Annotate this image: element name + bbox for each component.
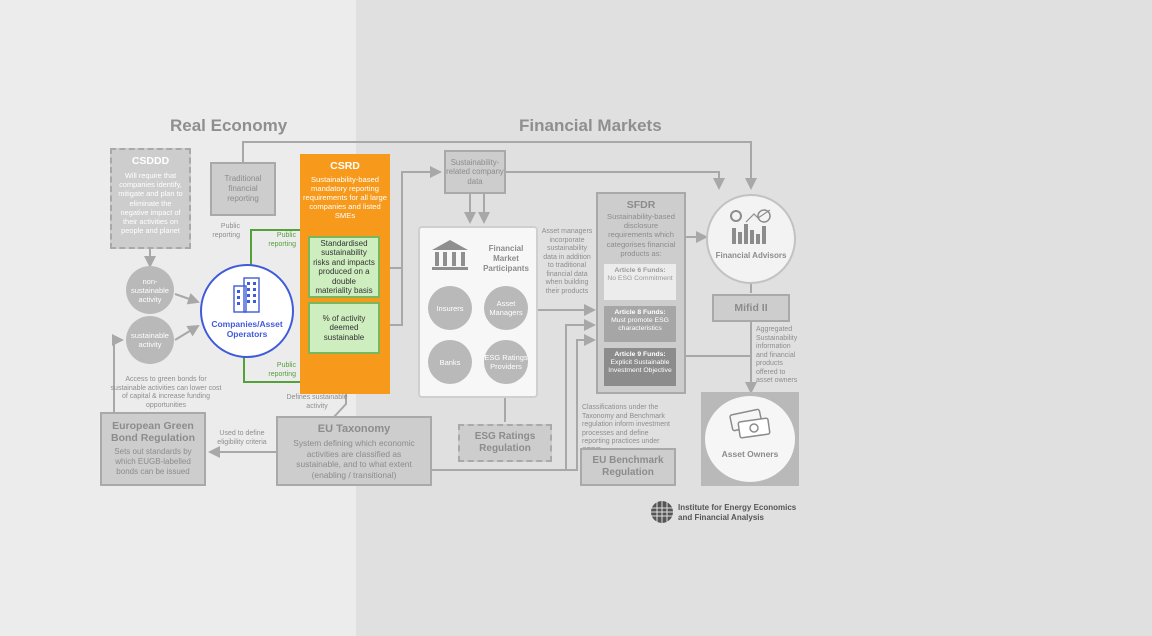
csddd-body: Will require that companies identify, mi… <box>118 171 183 236</box>
mifid-box: Mifid II <box>712 294 790 322</box>
real-economy-title: Real Economy <box>170 116 288 135</box>
chart-analysis-icon <box>730 209 771 244</box>
buildings-icon <box>233 277 260 313</box>
institute-logo: Institute for Energy Economics and Finan… <box>650 500 810 526</box>
public-reporting-note: Public reporting <box>212 223 240 239</box>
eugb-body: Sets out standards by which EUGB-labelle… <box>114 447 192 476</box>
sfdr-title: SFDR <box>626 199 656 211</box>
csrd-title: CSRD <box>330 160 360 172</box>
asset-owners-circle: Asset Owners <box>705 396 795 482</box>
benchmark-label: EU Benchmark Regulation <box>592 455 664 478</box>
mifid-label: Mifid II <box>734 302 768 314</box>
article-9-body: Explicit Sustainable Investment Objectiv… <box>608 359 672 374</box>
esg-providers-circle: ESG Ratings Providers <box>484 340 528 384</box>
sfdr-body: Sustainability-based disclosure requirem… <box>606 212 676 258</box>
eligibility-note: Used to define eligibility criteria <box>217 430 267 446</box>
eu-taxonomy-title: EU Taxonomy <box>317 423 391 435</box>
bank-icon <box>432 240 468 270</box>
eu-taxonomy-box: EU Taxonomy System defining which econom… <box>276 416 432 486</box>
asset-managers-circle: Asset Managers <box>484 286 528 330</box>
financial-advisors-circle: Financial Advisors <box>706 194 796 284</box>
asset-owners-label: Asset Owners <box>721 449 779 459</box>
money-icon <box>729 408 771 439</box>
real-economy-background <box>0 0 356 636</box>
financial-advisors-label: Financial Advisors <box>715 251 787 260</box>
companies-label: Companies/Asset Operators <box>211 319 283 339</box>
companies-circle: Companies/Asset Operators <box>200 264 294 358</box>
sustainability-data-box: Sustainability-related company data <box>444 150 506 194</box>
article-8-body: Must promote ESG characteristics <box>611 317 669 332</box>
sustainable-activity: sustainable activity <box>126 316 174 364</box>
sustainability-data-label: Sustainability-related company data <box>446 157 504 186</box>
eugb-box: European Green Bond Regulation Sets out … <box>100 412 206 486</box>
insurers-circle: Insurers <box>428 286 472 330</box>
fmp-title: Financial Market Participants <box>483 244 529 273</box>
asset-owners-panel: Asset Owners <box>701 392 799 486</box>
non-sustainable-activity: non-sustainable activity <box>126 266 174 314</box>
public-reporting-bottom-label: Public reporting <box>268 362 296 378</box>
green-bonds-note: Access to green bonds for sustainable ac… <box>110 376 222 409</box>
esg-regulation-box: ESG Ratings Regulation <box>458 424 552 462</box>
institute-line-1: Institute for Energy Economics <box>678 503 797 512</box>
public-reporting-top-label: Public reporting <box>268 232 296 248</box>
financial-markets-title: Financial Markets <box>519 116 662 135</box>
article-6-body: No ESG Commitment <box>607 275 673 282</box>
globe-icon <box>651 501 673 523</box>
csddd-title: CSDDD <box>131 155 170 167</box>
asset-managers-note: Asset managers incorporate sustainabilit… <box>541 228 593 295</box>
csrd-body: Sustainability-based mandatory reporting… <box>303 175 387 220</box>
article-9-title: Article 9 Funds: <box>614 351 666 358</box>
article-6-box: Article 6 Funds: No ESG Commitment <box>604 264 676 300</box>
eu-taxonomy-body: System defining which economic activitie… <box>293 438 415 480</box>
traditional-reporting-label: Traditional financial reporting <box>224 174 262 203</box>
article-8-box: Article 8 Funds: Must promote ESG charac… <box>604 306 676 342</box>
banks-circle: Banks <box>428 340 472 384</box>
eugb-title: European Green Bond Regulation <box>111 420 195 444</box>
esg-regulation-label: ESG Ratings Regulation <box>474 431 536 454</box>
csrd-materiality-box: Standardised sustainability risks and im… <box>308 236 380 298</box>
csddd-box: CSDDD Will require that companies identi… <box>110 148 191 249</box>
article-6-title: Article 6 Funds: <box>614 267 666 274</box>
institute-name: Institute for Energy Economics and Finan… <box>678 503 796 522</box>
institute-line-2: and Financial Analysis <box>678 512 764 522</box>
defines-note: Defines sustainable activity <box>286 394 348 410</box>
article-9-box: Article 9 Funds: Explicit Sustainable In… <box>604 348 676 386</box>
benchmark-box: EU Benchmark Regulation <box>580 448 676 486</box>
csrd-activity-box: % of activity deemed sustainable <box>308 302 380 354</box>
article-8-title: Article 8 Funds: <box>614 309 666 316</box>
traditional-reporting-box: Traditional financial reporting <box>210 162 276 216</box>
aggregated-note: Aggregated Sustainability information an… <box>756 326 798 384</box>
